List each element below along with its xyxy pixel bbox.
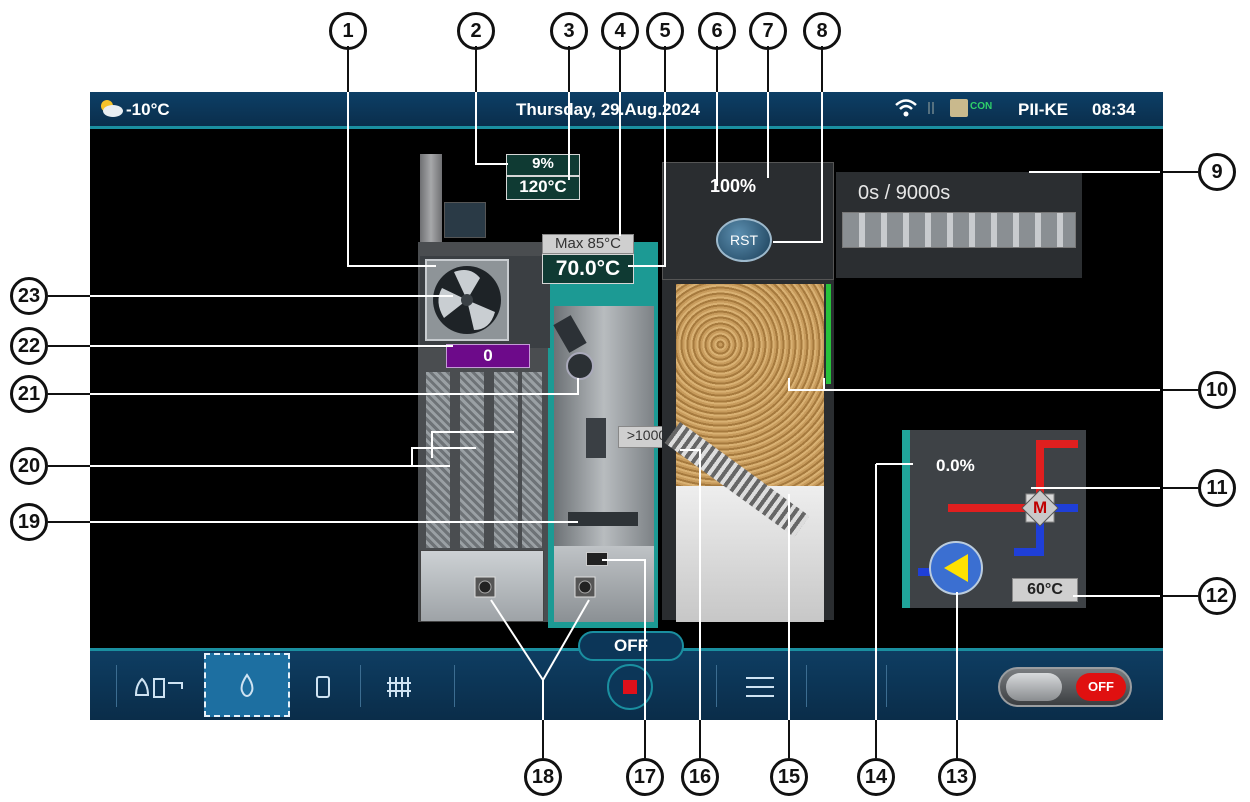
hot-water-tap-icon[interactable]: [120, 661, 200, 713]
pump-temp-value: 60°C: [1027, 581, 1063, 598]
callout-13: 13: [938, 758, 976, 796]
flue-temp-value-box: 120°C: [506, 176, 580, 200]
power-toggle-knob: [1006, 673, 1062, 701]
callout-11: 11: [1198, 469, 1236, 507]
max-temp-box: Max 85°C: [542, 234, 634, 254]
fan-speed-value: 9%: [532, 155, 554, 172]
arrow-icon: [928, 102, 934, 114]
weather-temperature: -10°C: [126, 100, 170, 119]
power-toggle[interactable]: OFF: [998, 667, 1132, 707]
hopper-level-percent: 100%: [710, 176, 757, 196]
valve-percent: 0.0%: [936, 456, 975, 475]
menu-icon[interactable]: [730, 661, 790, 713]
boiler-temp-value: 70.0°C: [555, 257, 621, 280]
flue-sensor-module: [444, 202, 486, 238]
max-temp-value: Max 85°C: [554, 235, 622, 252]
flue-pipe: [420, 154, 442, 254]
fan-speed-value-box: 9%: [506, 154, 580, 176]
date-label: Thursday, 29.Aug.2024: [516, 100, 700, 119]
callout-18: 18: [524, 758, 562, 796]
boiler-icon[interactable]: [294, 661, 352, 713]
heat-exchanger-tube-4: [522, 372, 542, 548]
wifi-icon: [895, 99, 917, 117]
fan-counter: 0: [446, 344, 530, 368]
burner-igniter: [586, 418, 606, 458]
status-bar: -10°C Thursday, 29.Aug.2024 CON PII-KE 0…: [90, 92, 1163, 129]
callout-14: 14: [857, 758, 895, 796]
callout-17: 17: [626, 758, 664, 796]
mixing-panel-edge: [902, 430, 910, 608]
boiler-temp-box: 70.0°C: [542, 254, 634, 284]
callout-9: 9: [1198, 153, 1236, 191]
heat-exchanger-tube-2: [460, 372, 484, 548]
power-toggle-indicator: OFF: [1076, 673, 1126, 701]
stop-icon[interactable]: [606, 663, 654, 711]
callout-7: 7: [749, 12, 787, 50]
nav-separator: [116, 665, 117, 707]
nav-separator: [886, 665, 887, 707]
fan-counter-value: 0: [483, 346, 493, 365]
flame-icon[interactable]: [204, 653, 290, 717]
callout-15: 15: [770, 758, 808, 796]
pump-temp-box: 60°C: [1012, 578, 1078, 602]
callout-5: 5: [646, 12, 684, 50]
hopper-level-sensor: [826, 284, 831, 384]
callout-3: 3: [550, 12, 588, 50]
callout-10: 10: [1198, 371, 1236, 409]
cloud-sun-icon: [101, 100, 123, 117]
reset-button[interactable]: RST: [716, 218, 772, 262]
feeder-counter-value: >1000k: [626, 427, 674, 443]
callout-23: 23: [10, 277, 48, 315]
heat-exchanger-tube-1: [426, 372, 450, 548]
clock-time: 08:34: [1092, 100, 1136, 119]
cleaning-timer-value: 0s / 9000s: [858, 182, 951, 204]
nav-separator: [454, 665, 455, 707]
callout-20: 20: [10, 447, 48, 485]
con-icon: [950, 99, 968, 117]
controller-screen: -10°C Thursday, 29.Aug.2024 CON PII-KE 0…: [90, 92, 1163, 720]
callout-8: 8: [803, 12, 841, 50]
off-tab-label: OFF: [614, 636, 648, 655]
con-label: CON: [970, 101, 993, 112]
flue-temp-value: 120°C: [519, 177, 567, 196]
cleaning-timer-graphic: [842, 212, 1076, 248]
cleaning-motor-left-icon[interactable]: [474, 576, 496, 598]
bottom-nav-bar: OFF OFF: [90, 631, 1163, 720]
off-tab[interactable]: OFF: [578, 631, 684, 661]
callout-6: 6: [698, 12, 736, 50]
callout-22: 22: [10, 327, 48, 365]
burner-auger-motor[interactable]: [566, 352, 594, 380]
radiator-icon[interactable]: [370, 661, 428, 713]
callout-21: 21: [10, 375, 48, 413]
valve-letter: M: [1033, 498, 1048, 517]
callout-19: 19: [10, 503, 48, 541]
callout-12: 12: [1198, 577, 1236, 615]
nav-separator: [806, 665, 807, 707]
burner-grate: [568, 512, 638, 526]
cleaning-motor-right-icon[interactable]: [574, 576, 596, 598]
callout-16: 16: [681, 758, 719, 796]
device-id: PII-KE: [1018, 100, 1069, 119]
reset-label: RST: [730, 232, 758, 248]
nav-separator: [716, 665, 717, 707]
nav-separator: [360, 665, 361, 707]
power-toggle-label: OFF: [1088, 679, 1114, 694]
heat-exchanger-tube-3: [494, 372, 518, 548]
